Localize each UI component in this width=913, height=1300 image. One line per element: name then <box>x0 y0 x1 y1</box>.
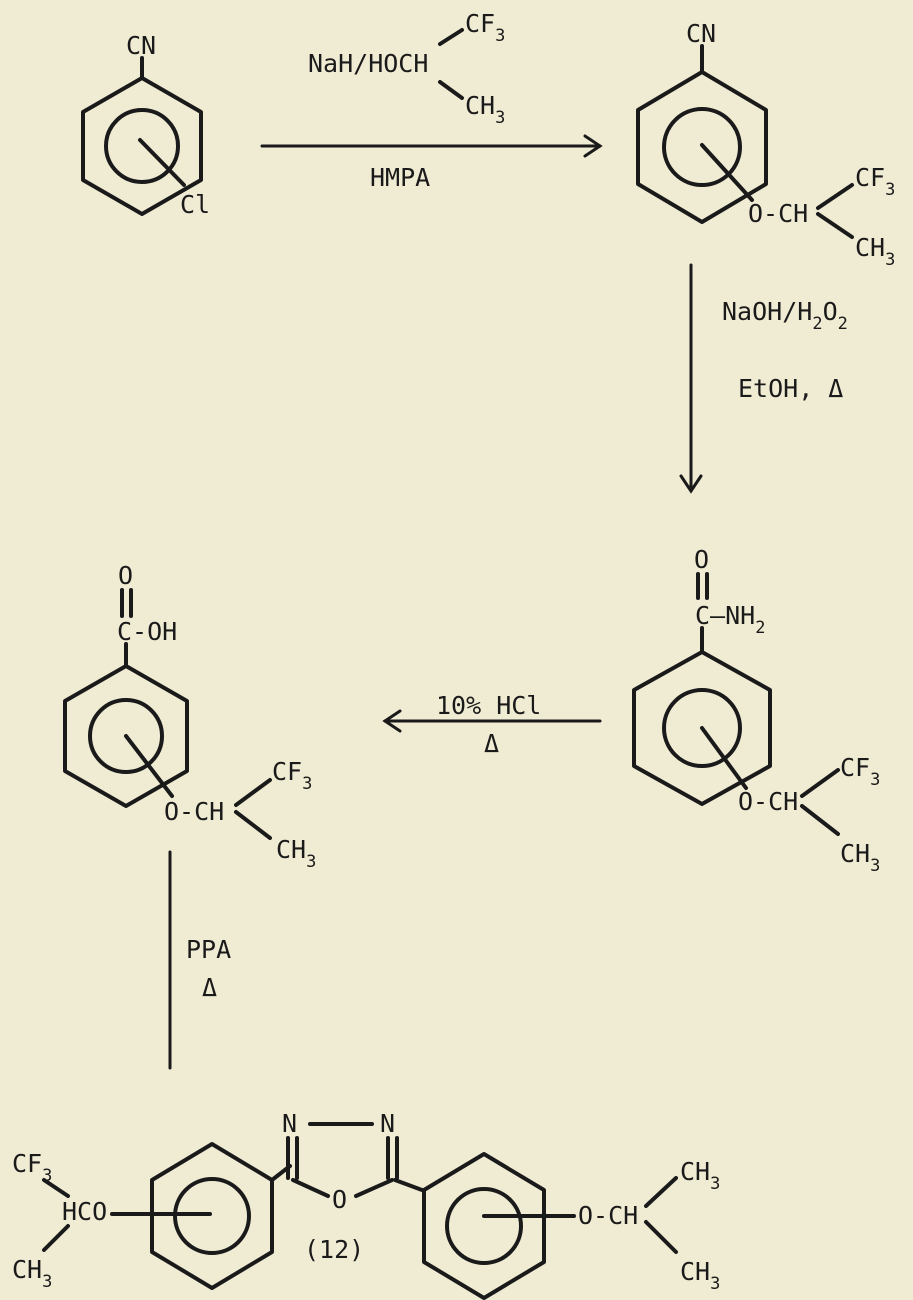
o-bond <box>700 726 748 790</box>
branch-top-label: CF3 <box>840 753 880 790</box>
o-bond <box>700 143 754 202</box>
benzene-ring <box>632 650 772 806</box>
branch-bottom-label: CH3 <box>840 839 880 876</box>
right-branch-down <box>644 1220 678 1254</box>
aromatic-circle <box>662 107 742 187</box>
compound-chlorobenzonitrile: CN Cl <box>81 31 210 219</box>
step4-conditions: Δ <box>202 973 217 1002</box>
branch-top-label: CF3 <box>855 163 895 200</box>
compound-number: (12) <box>304 1235 364 1264</box>
left-bottom-label: CH3 <box>12 1255 52 1292</box>
reagent-top-label: CF3 <box>465 9 505 46</box>
left-branch-down <box>42 1224 70 1252</box>
ring-n1: N <box>282 1109 297 1138</box>
cl-label: Cl <box>180 190 210 219</box>
arrow-head <box>679 474 703 494</box>
step4-reagent: PPA <box>186 935 231 964</box>
carbonyl-o: O <box>694 545 709 574</box>
step4: PPA Δ <box>168 850 231 1070</box>
step1: NaH/HOCH CF3 CH3 HMPA <box>260 9 603 192</box>
reagent-bottom-label: CH3 <box>465 91 505 128</box>
branch-bottom-label: CH3 <box>855 233 895 270</box>
c-o-bond-right <box>354 1178 394 1198</box>
amide-group: C—NH2 <box>695 601 765 638</box>
step3-reagent: 10% HCl <box>436 691 541 720</box>
right-ring-link <box>393 1178 424 1192</box>
o-ch-label: O-CH <box>748 199 808 228</box>
compound-amide: O C—NH2 O-CH CF3 CH3 <box>632 545 880 876</box>
o-ch-label: O-CH <box>164 797 224 826</box>
aromatic-circle <box>104 108 180 184</box>
ring-o: O <box>332 1185 347 1214</box>
reagent-branch-up <box>438 28 464 46</box>
o-bond <box>124 734 174 798</box>
compound-ether-nitrile: CN O-CH CF3 CH3 <box>636 19 895 270</box>
cl-bond <box>138 138 186 187</box>
branch-up <box>800 768 840 798</box>
branch-up <box>816 183 854 210</box>
benzene-ring <box>636 70 768 224</box>
branch-up <box>234 778 272 807</box>
benzene-ring <box>63 664 189 808</box>
right-branch-up <box>644 1176 678 1208</box>
benzene-ring <box>81 76 203 216</box>
reagent-branch-down <box>438 80 464 100</box>
step3: 10% HCl Δ <box>382 691 602 758</box>
right-group-label: O-CH <box>578 1201 638 1230</box>
right-bottom-label: CH3 <box>680 1257 720 1294</box>
branch-down <box>800 804 840 836</box>
left-branch-up <box>42 1178 70 1198</box>
right-benzene-ring <box>422 1152 546 1300</box>
step2-reagent: NaOH/H2O2 <box>722 297 848 334</box>
step2-conditions: EtOH, Δ <box>738 374 843 403</box>
o-ch-label: O-CH <box>738 787 798 816</box>
compound-acid: O C-OH O-CH CF3 CH3 <box>63 561 316 872</box>
carbonyl-o: O <box>118 561 133 590</box>
right-aromatic-circle <box>445 1187 523 1265</box>
step1-reagent: NaH/HOCH <box>308 49 428 78</box>
cn-label: CN <box>686 19 716 48</box>
cn-label: CN <box>126 31 156 60</box>
left-top-label: CF3 <box>12 1149 52 1186</box>
ring-n2: N <box>380 1109 395 1138</box>
left-aromatic-circle <box>173 1177 251 1255</box>
branch-bottom-label: CH3 <box>276 835 316 872</box>
step1-solvent: HMPA <box>370 163 430 192</box>
step2: NaOH/H2O2 EtOH, Δ <box>679 263 848 494</box>
branch-down <box>816 212 854 239</box>
aromatic-circle <box>662 688 742 768</box>
step3-conditions: Δ <box>484 729 499 758</box>
compound-oxadiazole: CF3 HCO CH3 N N O (12) O-CH CH3 CH3 <box>12 1109 720 1300</box>
right-top-label: CH3 <box>680 1157 720 1194</box>
c-o-bond-left <box>291 1178 330 1198</box>
acid-group: C-OH <box>117 617 177 646</box>
arrow-head <box>382 709 402 733</box>
branch-top-label: CF3 <box>272 757 312 794</box>
arrow-head <box>583 134 603 158</box>
left-group-label: HCO <box>62 1197 107 1226</box>
aromatic-circle <box>88 698 164 774</box>
branch-down <box>234 810 272 840</box>
